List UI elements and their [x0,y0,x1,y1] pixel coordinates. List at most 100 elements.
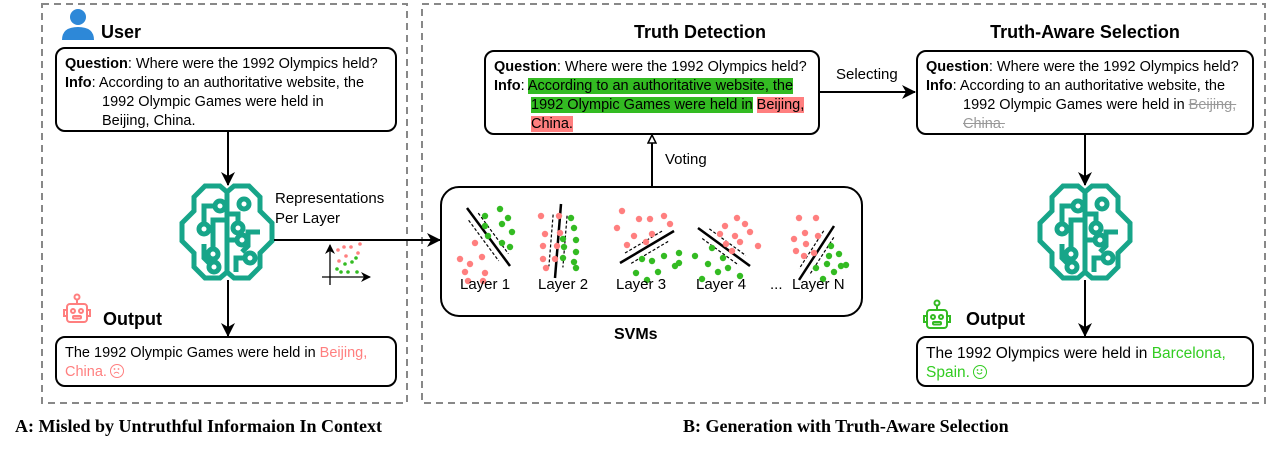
green-point [559,235,567,243]
red-point [466,260,474,268]
green-point [830,268,838,276]
untruthful-span: Beijing, [756,97,805,113]
panel-a-border [41,3,408,404]
red-point [812,214,820,222]
green-point [691,252,699,260]
discarded-text: Beijing, [1188,97,1237,113]
layer-3-label: Layer 3 [616,276,667,293]
green-point [346,270,350,274]
red-point [461,268,469,276]
red-point [618,207,626,215]
green-point [675,259,683,267]
green-point [837,262,845,270]
green-point [632,269,640,277]
caption-b: B: Generation with Truth-Aware Selection [683,416,1009,436]
svm-hyperplane [619,229,675,265]
svm-plot-layer-5 [790,214,850,283]
svm-plot-layer-4 [691,214,762,283]
svm-plot-layer-2 [537,203,580,279]
red-point [642,238,650,246]
green-point [567,214,575,222]
svm-margin [548,214,554,267]
output-wrong-answer: Beijing, China. [65,345,368,380]
green-point [704,260,712,268]
output-text: The 1992 Olympic Games were held in [65,345,320,361]
output-box-correct: The 1992 Olympics were held in Barcelona… [916,336,1254,387]
representations-text: Representations [275,190,385,207]
green-point [339,270,343,274]
red-point [660,212,668,220]
green-point [660,252,668,260]
red-point [810,249,818,257]
red-point [556,229,564,237]
svms-label: SVMs [614,326,658,343]
red-point [456,255,464,263]
green-point [498,220,506,228]
red-point [344,254,348,258]
red-point [356,251,360,255]
red-point [754,242,762,250]
green-point [638,255,646,263]
output-label-2: Output [966,309,1025,329]
svm-margin [562,215,568,268]
red-point [814,232,822,240]
green-point [506,243,514,251]
red-point [337,259,341,263]
red-point [721,222,729,230]
svm-plot-layer-3 [613,207,683,284]
red-point [646,215,654,223]
layer-n-label: Layer N [792,276,845,293]
red-point [478,253,486,261]
selecting-label: Selecting [836,66,898,83]
green-point [736,272,744,280]
green-point [484,232,492,240]
info-text: : According to an authoritative website,… [952,78,1226,94]
green-point [481,212,489,220]
green-point [819,275,827,283]
truth-detection-title: Truth Detection [633,22,766,42]
red-point [358,242,362,246]
caption-a: A: Misled by Untruthful Informaion In Co… [15,416,383,436]
green-point [496,205,504,213]
red-point [471,239,479,247]
green-point [714,268,722,276]
output-label: Output [103,309,162,329]
green-point [508,228,516,236]
green-point [498,239,506,247]
green-point [675,249,683,257]
green-point [719,254,727,262]
svm-margin [701,238,740,266]
red-point [648,230,656,238]
red-point [553,242,561,250]
info-text-rest: 1992 Olympic Games were held in Beijing,… [102,94,324,129]
red-point [801,229,809,237]
robot-icon-red [63,293,91,323]
llm-brain-icon [182,186,272,278]
red-point [551,255,559,263]
red-point [731,232,739,240]
green-point [355,270,359,274]
green-point [572,248,580,256]
green-point [570,224,578,232]
layer-1-label: Layer 1 [460,276,511,293]
green-point [350,260,354,264]
user-icon [62,9,94,40]
green-point [643,276,651,284]
red-point [481,269,489,277]
green-point [842,261,850,269]
info-text: : According to an authoritative website,… [91,75,365,91]
red-point [342,245,346,249]
green-point [648,257,656,265]
green-point [481,222,489,230]
discarded-text: China. [963,116,1005,132]
kept-text: 1992 Olympic Games were held in [963,97,1189,113]
representations-label: Representations Per Layer [275,189,384,229]
green-point [654,268,662,276]
red-point [479,277,487,285]
output-box-wrong: The 1992 Olympic Games were held in Beij… [55,336,397,387]
per-layer-text: Per Layer [275,210,341,227]
green-point [812,264,820,272]
voting-label: Voting [665,151,707,168]
